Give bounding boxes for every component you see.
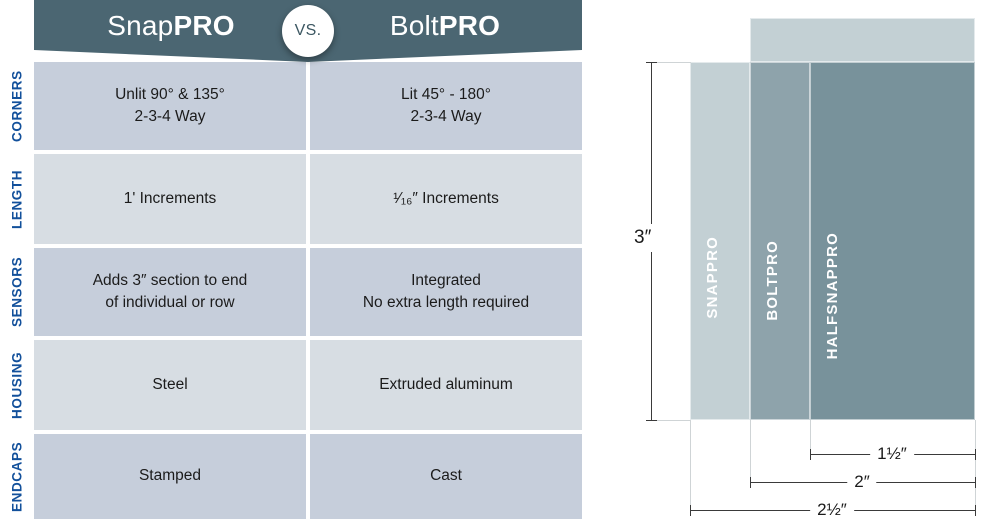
dimension-tick-2-left xyxy=(750,477,751,488)
dimension-tick-2half-left xyxy=(690,505,691,516)
dimension-label-width-2: 2″ xyxy=(847,472,877,492)
witness-line-snappro-left xyxy=(690,420,691,510)
dimension-label-width-2half: 2½″ xyxy=(810,500,854,520)
table-row: Steel Extruded aluminum xyxy=(34,340,582,430)
dimension-tick-1half-left xyxy=(810,449,811,460)
cell-sensors-snappro: Adds 3″ section to end of individual or … xyxy=(34,248,306,336)
cell-corners-boltpro: Lit 45° - 180° 2-3-4 Way xyxy=(310,62,582,150)
table-row: 1' Increments ¹⁄₁₆″ Increments xyxy=(34,154,582,244)
profile-label-boltpro: BOLTPRO xyxy=(764,240,781,321)
cell-endcaps-snappro: Stamped xyxy=(34,434,306,519)
witness-line-top xyxy=(651,62,691,63)
cell-line: Lit 45° - 180° xyxy=(401,85,491,103)
dimension-diagram: SNAPPRO BOLTPRO HALFSNAPPRO 3″ 1½″ 2″ 2½… xyxy=(600,0,1000,529)
dimension-label-width-1half: 1½″ xyxy=(870,444,914,464)
snappro-title-bold: PRO xyxy=(173,10,235,41)
cell-line: ¹⁄₁₆″ Increments xyxy=(393,189,499,207)
profile-rect-boltpro xyxy=(750,62,810,420)
cell-line: Extruded aluminum xyxy=(379,375,513,393)
table-rows: Unlit 90° & 135° 2-3-4 Way Lit 45° - 180… xyxy=(34,62,582,523)
dimension-label-height: 3″ xyxy=(630,224,656,252)
table-row: Stamped Cast xyxy=(34,434,582,519)
boltpro-title-bold: PRO xyxy=(438,10,501,41)
witness-line-boltpro-left xyxy=(750,420,751,482)
cell-line: No extra length required xyxy=(362,294,530,311)
cell-housing-boltpro: Extruded aluminum xyxy=(310,340,582,430)
cell-sensors-boltpro: Integrated No extra length required xyxy=(310,248,582,336)
profile-rect-halfsnappro xyxy=(810,62,975,420)
cell-line: 2-3-4 Way xyxy=(410,108,482,125)
cell-length-snappro: 1' Increments xyxy=(34,154,306,244)
witness-line-halfsnappro-left xyxy=(810,420,811,454)
table-row: Adds 3″ section to end of individual or … xyxy=(34,248,582,336)
snappro-title-light: Snap xyxy=(107,10,174,41)
profile-label-halfsnappro: HALFSNAPPRO xyxy=(824,232,841,360)
cell-line: Stamped xyxy=(138,467,202,485)
cell-line: of individual or row xyxy=(105,294,235,311)
cell-line: Integrated xyxy=(411,271,481,289)
cell-length-boltpro: ¹⁄₁₆″ Increments xyxy=(310,154,582,244)
cell-line: Steel xyxy=(152,375,188,393)
comparison-table: CORNERS LENGTH SENSORS HOUSING ENDCAPS S… xyxy=(0,0,582,529)
dimension-tick-1half-right xyxy=(975,449,976,460)
profile-label-snappro: SNAPPRO xyxy=(704,236,721,319)
cell-endcaps-boltpro: Cast xyxy=(310,434,582,519)
vs-badge: VS. xyxy=(282,5,334,57)
cell-corners-snappro: Unlit 90° & 135° 2-3-4 Way xyxy=(34,62,306,150)
cell-line: 1' Increments xyxy=(123,189,217,207)
category-label-sensors: SENSORS xyxy=(9,256,25,328)
cell-line: Unlit 90° & 135° xyxy=(115,85,225,103)
profile-rect-snappro xyxy=(690,62,750,420)
dimension-tick-height-bottom xyxy=(646,420,657,421)
witness-line-bottom xyxy=(651,420,691,421)
dimension-tick-2half-right xyxy=(975,505,976,516)
table-row: Unlit 90° & 135° 2-3-4 Way Lit 45° - 180… xyxy=(34,62,582,150)
cell-housing-snappro: Steel xyxy=(34,340,306,430)
category-label-housing: HOUSING xyxy=(9,351,25,419)
category-label-length: LENGTH xyxy=(9,169,25,229)
category-label-endcaps: ENDCAPS xyxy=(9,441,25,512)
witness-line-right-edge xyxy=(975,420,976,510)
category-label-corners: CORNERS xyxy=(9,70,25,142)
dimension-tick-2-right xyxy=(975,477,976,488)
cell-line: Cast xyxy=(430,467,462,485)
cell-line: Adds 3″ section to end xyxy=(92,271,248,289)
cell-line: 2-3-4 Way xyxy=(134,108,206,125)
profile-rect-top-band xyxy=(750,18,975,62)
dimension-tick-height-top xyxy=(646,62,657,63)
boltpro-title-light: Bolt xyxy=(389,10,439,41)
category-rail: CORNERS LENGTH SENSORS HOUSING ENDCAPS xyxy=(0,0,34,529)
